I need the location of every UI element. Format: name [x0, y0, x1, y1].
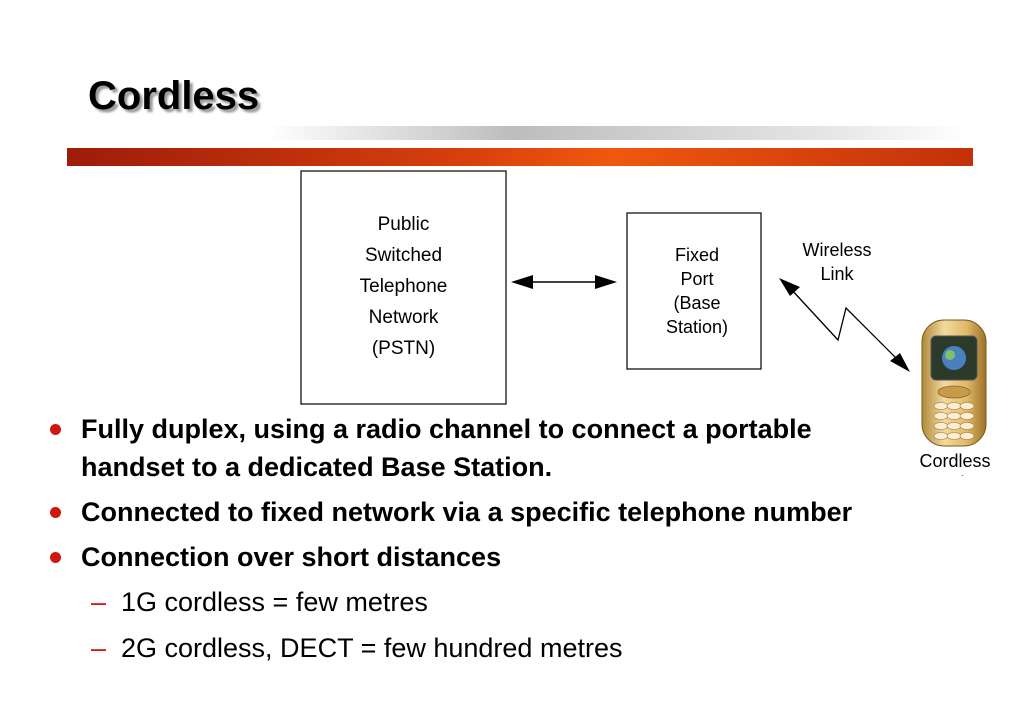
- cordless-handset-icon: [921, 319, 987, 447]
- fixed-port-label-line: Port: [680, 269, 714, 289]
- bullet-item: Connected to fixed network via a specifi…: [45, 493, 905, 531]
- pstn-label-line: Public: [377, 214, 430, 235]
- pstn-label-line: Telephone: [359, 276, 448, 297]
- fixed-port-label-line: Fixed: [674, 245, 719, 265]
- pstn-label: Public Switched Telephone Network (PSTN): [301, 209, 506, 364]
- duplex-arrow: [511, 275, 617, 289]
- bullet-dot: [50, 507, 61, 518]
- bullet-list: Fully duplex, using a radio channel to c…: [45, 410, 905, 675]
- bullet-dot: [50, 424, 61, 435]
- fixed-port-label-line: Station): [665, 317, 729, 337]
- bullet-text: Fully duplex, using a radio channel to c…: [81, 414, 812, 482]
- pstn-label-line: Switched: [364, 245, 443, 266]
- sub-bullet-text: 2G cordless, DECT = few hundred metres: [121, 633, 623, 663]
- bullet-item: Connection over short distances: [45, 538, 905, 576]
- handset-label: Cordless Handset: [919, 451, 991, 476]
- wireless-link-arrow: [779, 278, 910, 372]
- sub-bullet-item: – 1G cordless = few metres: [45, 583, 905, 621]
- title-underline-bar: [67, 148, 973, 166]
- fixed-port-label-line: (Base: [673, 293, 721, 313]
- wireless-label-line: Wireless: [802, 240, 872, 260]
- bullet-text: Connection over short distances: [81, 542, 502, 572]
- slide-title: Cordless: [88, 74, 260, 118]
- sub-bullet-dash: –: [91, 587, 107, 617]
- sub-bullet-text: 1G cordless = few metres: [121, 587, 428, 617]
- wireless-label-line: Link: [820, 264, 854, 284]
- sub-bullet-dash: –: [91, 633, 107, 663]
- fixed-port-box: [626, 212, 762, 370]
- sub-bullet-item: – 2G cordless, DECT = few hundred metres: [45, 629, 905, 667]
- pstn-label-line: Network: [368, 307, 439, 328]
- pstn-label-line: (PSTN): [371, 338, 436, 359]
- fixed-port-label: Fixed Port (Base Station): [627, 243, 767, 339]
- pstn-box: [300, 170, 507, 405]
- wireless-link-label: Wireless Link: [792, 238, 882, 286]
- bullet-item: Fully duplex, using a radio channel to c…: [45, 410, 905, 486]
- title-shadow-line: [268, 126, 968, 140]
- bullet-dot: [50, 552, 61, 563]
- bullet-text: Connected to fixed network via a specifi…: [81, 497, 853, 527]
